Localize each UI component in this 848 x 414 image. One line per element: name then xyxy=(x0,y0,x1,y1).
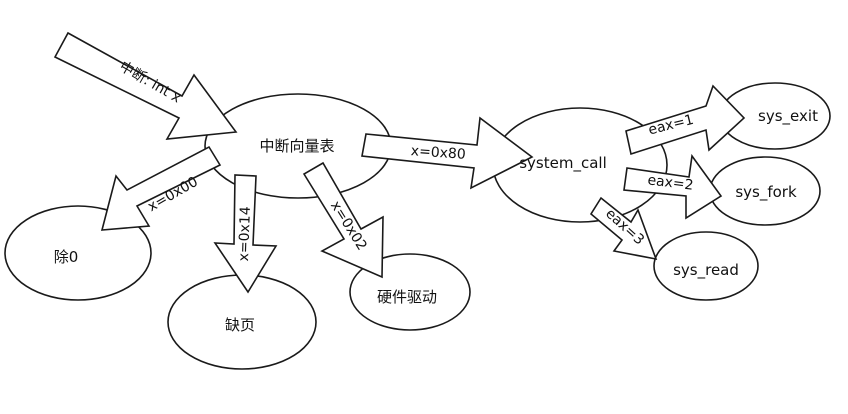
arrow-x02 xyxy=(302,161,384,279)
label-page-fault: 缺页 xyxy=(225,316,255,334)
label-x14: x=0x14 xyxy=(236,206,254,262)
arrow-x00 xyxy=(100,145,222,231)
label-interrupt-vector-table: 中断向量表 xyxy=(259,137,334,155)
arrow-eax3 xyxy=(589,196,658,261)
arrow-eax2 xyxy=(623,153,723,220)
label-sys-read: sys_read xyxy=(673,261,739,280)
arrow-x14 xyxy=(213,174,278,294)
label-system-call: system_call xyxy=(519,154,607,173)
label-eax2: eax=2 xyxy=(647,172,695,194)
label-sys-fork: sys_fork xyxy=(735,183,797,202)
node-sys-read xyxy=(653,231,759,301)
label-divide-by-zero: 除0 xyxy=(54,248,79,266)
label-sys-exit: sys_exit xyxy=(758,107,818,126)
arrow-x80 xyxy=(361,116,534,190)
label-x80: x=0x80 xyxy=(410,143,466,163)
arrow-eax1 xyxy=(625,84,746,156)
arrow-interrupt xyxy=(53,31,238,140)
label-hardware-driver: 硬件驱动 xyxy=(377,288,437,306)
